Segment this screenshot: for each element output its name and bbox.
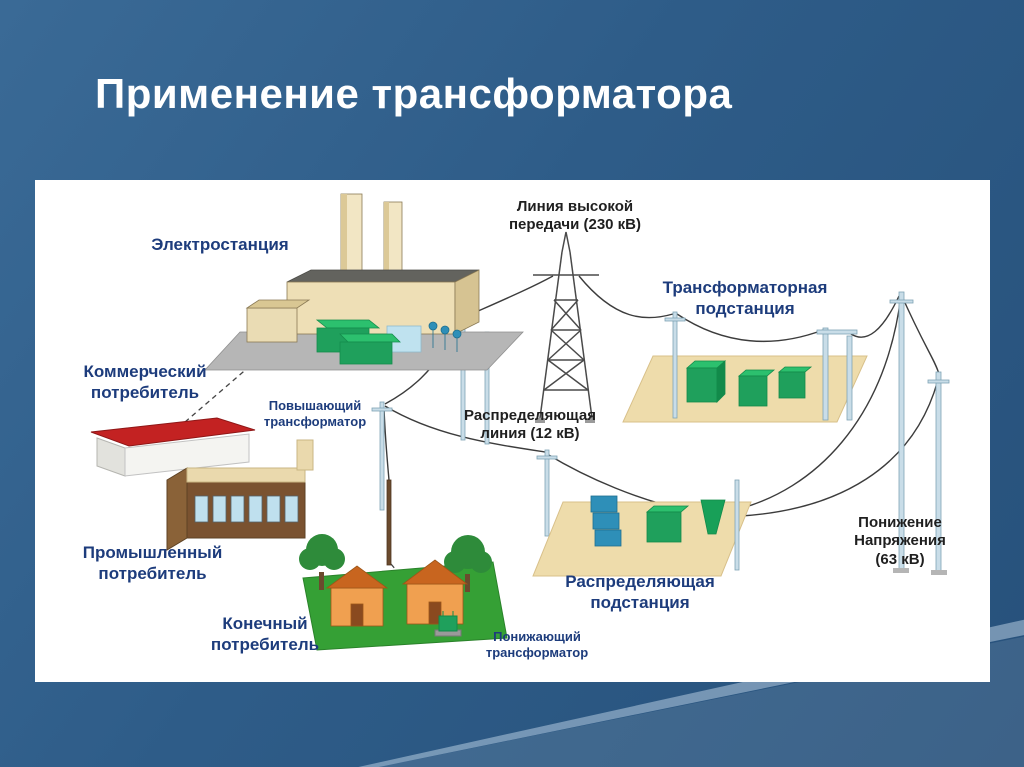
label-transformer-substation: Трансформаторная подстанция [662,278,828,318]
power-grid-diagram [90,193,950,651]
label-commercial-consumer: Коммерческий потребитель [83,362,207,402]
distribution-substation-illustration [532,479,752,577]
stepdown-transformer-icon [434,611,462,637]
transmission-tower-icon [533,231,599,423]
label-stepup-transformer: Повышающий трансформатор [263,398,367,429]
label-power-station-text: Электростанция [151,235,289,254]
tree-icon [299,534,345,590]
power-lines [383,275,940,517]
label-stepdown-transformer: Понижающий трансформатор [485,629,589,660]
label-distribution-substation: Распределяющая подстанция [565,572,715,612]
industrial-building-illustration [166,439,314,551]
label-end-consumer: Конечный потребитель [210,614,320,654]
label-industrial-consumer: Промышленный потребитель [82,543,223,583]
label-hv-line: Линия высокой передачи (230 кВ) [508,198,642,234]
tree-icon [444,535,492,592]
houses-illustration [299,534,508,651]
label-voltage-reduction: Понижение Напряжения (63 кВ) [854,514,946,568]
power-plant-illustration [204,193,524,371]
transformer-substation-illustration [622,311,868,423]
label-distribution-line: Распределяющая линия (12 кВ) [464,407,596,443]
house-icon [325,565,389,627]
stepup-transformer-icon [428,321,462,352]
commercial-building-illustration [90,417,256,477]
label-power-station: Электростанция [120,235,320,256]
diagram-panel: Электростанция Линия высокой передачи (2… [35,180,990,682]
utility-poles [371,291,950,575]
page-title: Применение трансформатора [95,70,733,117]
